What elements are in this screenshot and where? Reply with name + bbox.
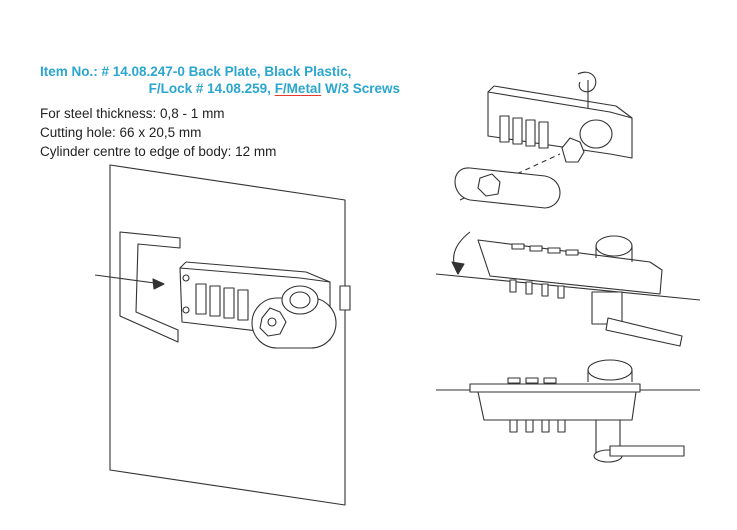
screw-hole-bottom-icon: [182, 306, 190, 314]
mounted-lock-body: [477, 391, 637, 421]
spec-cylinder-centre: Cylinder centre to edge of body: 12 mm: [40, 144, 277, 159]
mounted-cam: [609, 445, 685, 457]
knob-icon: [259, 307, 287, 337]
insert-arrow-head: [152, 278, 165, 290]
mounted-view-illustration: [436, 359, 700, 463]
mounted-panel-edge: [469, 383, 641, 393]
tilted-lock-body: [477, 239, 663, 295]
exploded-cylinder: [579, 119, 613, 149]
exploded-view-illustration: [454, 71, 633, 209]
item-title-prefix: F/Lock # 14.08.259,: [148, 81, 275, 96]
item-title-suffix: W/3 Screws: [321, 81, 400, 96]
rotate-arrow-head: [451, 261, 465, 275]
back-plate: [119, 231, 181, 343]
tilted-cam-holder: [591, 291, 623, 325]
screw-hole-top-icon: [182, 274, 190, 282]
spec-steel-thickness: For steel thickness: 0,8 - 1 mm: [40, 106, 225, 121]
steel-panel: [109, 164, 346, 506]
exploded-lock-body: [487, 91, 633, 159]
tilt-view-illustration: [435, 231, 701, 347]
panel-installation-illustration: [94, 164, 351, 506]
item-title-line-2: F/Lock # 14.08.259, F/Metal W/3 Screws: [40, 80, 400, 97]
item-title: Item No.: # 14.08.247-0 Back Plate, Blac…: [40, 63, 400, 97]
spec-cutting-hole: Cutting hole: 66 x 20,5 mm: [40, 125, 202, 140]
insert-arrow-line: [94, 274, 163, 285]
exploded-cover-plate: [454, 167, 561, 209]
tilted-knob-icon: [595, 235, 633, 257]
dial-1: [195, 283, 207, 315]
mounted-knob-icon: [587, 359, 633, 381]
exploded-knob-icon: [561, 137, 585, 163]
item-title-underlined: F/Metal: [274, 81, 322, 96]
dial-2: [209, 285, 221, 317]
item-title-line-1: Item No.: # 14.08.247-0 Back Plate, Blac…: [40, 64, 352, 79]
dial-3: [223, 287, 235, 319]
specifications: For steel thickness: 0,8 - 1 mm Cutting …: [40, 104, 276, 161]
dial-4: [237, 289, 249, 321]
clip-icon: [577, 71, 597, 93]
tilted-cam: [605, 317, 683, 347]
